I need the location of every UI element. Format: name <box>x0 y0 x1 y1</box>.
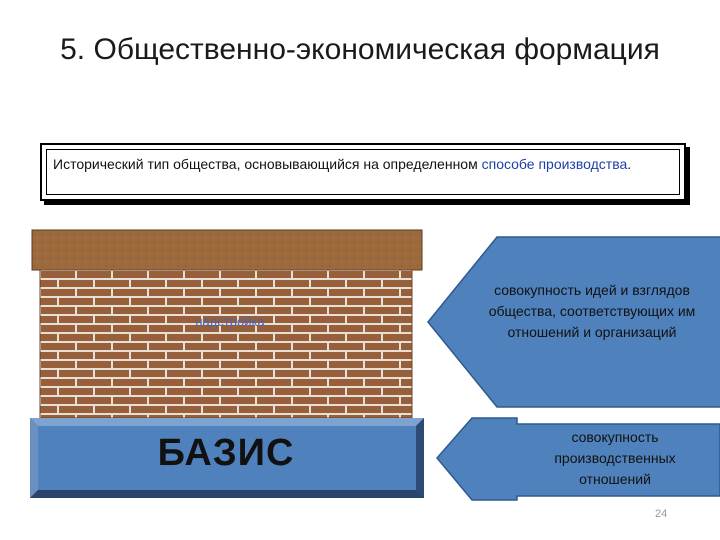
definition-text-end: . <box>627 156 632 172</box>
slide-number: 24 <box>655 508 668 520</box>
definition-text-start: Исторический тип общества, основывающийс… <box>53 156 482 172</box>
definition-box: Исторический тип общества, основывающийс… <box>40 143 686 201</box>
definition-text: Исторический тип общества, основывающийс… <box>46 149 680 195</box>
basis-block <box>30 418 424 498</box>
definition-term: способе производства <box>481 156 628 172</box>
slide-title: 5. Общественно-экономическая формация <box>60 33 660 66</box>
superstructure-arrow <box>427 236 720 408</box>
basis-arrow <box>436 417 720 501</box>
basis-label: БАЗИС <box>157 432 295 474</box>
superstructure-label: надстройка <box>195 314 265 329</box>
superstructure-description: совокупность идей и взглядов общества, с… <box>488 282 696 340</box>
wall-roof <box>31 229 423 271</box>
brick-wall <box>39 269 413 419</box>
basis-description: совокупность производственных отношений <box>554 429 676 487</box>
